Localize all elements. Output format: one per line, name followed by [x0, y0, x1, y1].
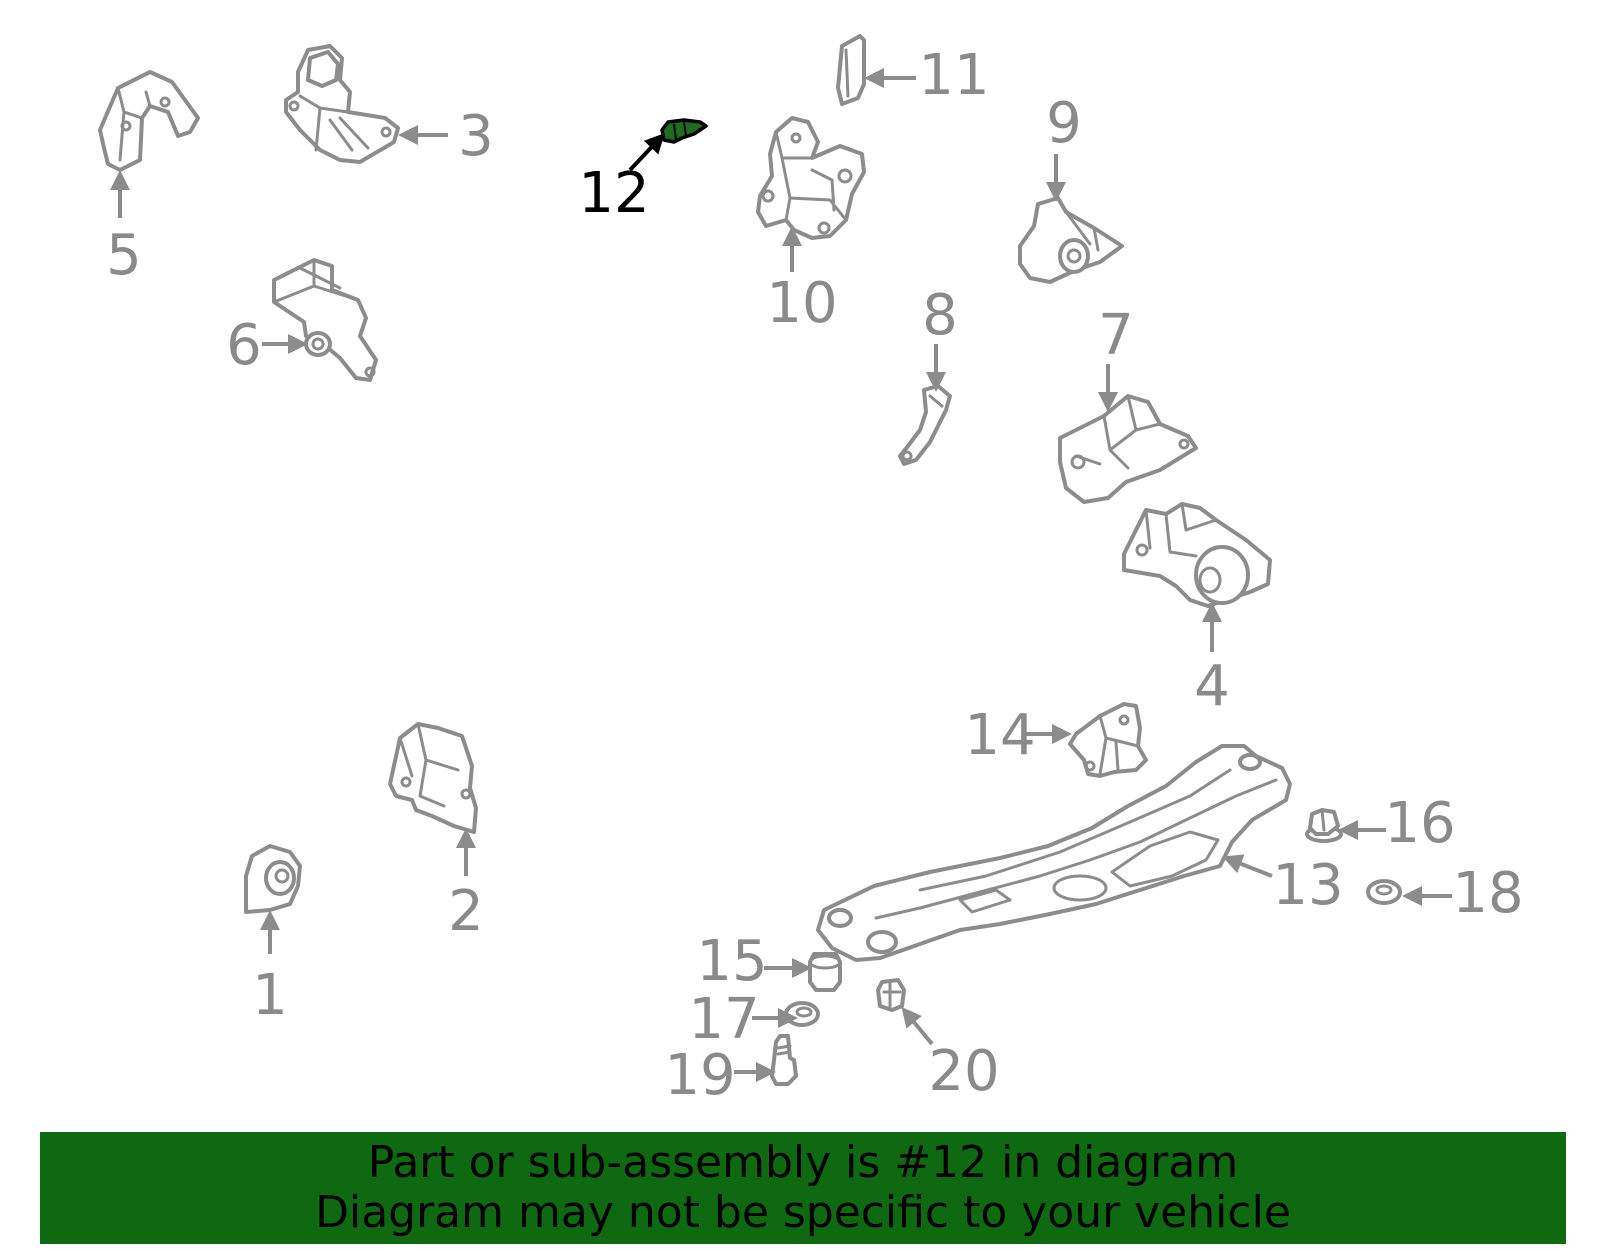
- part-18-washer[interactable]: [1366, 879, 1402, 905]
- callout-9[interactable]: 9: [1046, 91, 1082, 156]
- part-4-transmission-mount[interactable]: [1122, 502, 1272, 608]
- banner-line-1: Part or sub-assembly is #12 in diagram: [367, 1137, 1239, 1188]
- callout-2[interactable]: 2: [448, 879, 484, 944]
- part-2-bracket[interactable]: [388, 722, 478, 834]
- callout-13[interactable]: 13: [1272, 853, 1343, 918]
- part-8-rod[interactable]: [898, 384, 952, 466]
- callout-11[interactable]: 11: [918, 43, 989, 108]
- part-7-mount-assembly[interactable]: [1058, 394, 1198, 504]
- part-13-crossmember[interactable]: [816, 744, 1292, 962]
- callout-17[interactable]: 17: [688, 987, 759, 1052]
- part-14-bracket[interactable]: [1068, 702, 1148, 778]
- banner-line-2: Diagram may not be specific to your vehi…: [315, 1187, 1291, 1238]
- part-1-bushing-mount[interactable]: [244, 844, 302, 914]
- callout-10[interactable]: 10: [766, 271, 837, 336]
- callout-3[interactable]: 3: [458, 104, 494, 169]
- part-20-nut[interactable]: [876, 978, 906, 1012]
- arrow-12: [628, 133, 665, 172]
- part-12-highlighted[interactable]: [660, 118, 708, 144]
- callout-5[interactable]: 5: [106, 223, 142, 288]
- callout-14[interactable]: 14: [964, 703, 1035, 768]
- part-6-mount-bracket[interactable]: [272, 258, 378, 382]
- callout-4[interactable]: 4: [1194, 654, 1230, 719]
- part-5-bracket[interactable]: [98, 70, 200, 172]
- part-3-engine-mount[interactable]: [284, 44, 400, 164]
- callout-7[interactable]: 7: [1098, 303, 1134, 368]
- callout-6[interactable]: 6: [226, 313, 262, 378]
- part-17-washer[interactable]: [784, 1001, 820, 1027]
- callout-8[interactable]: 8: [922, 283, 958, 348]
- arrow-20: [901, 1006, 934, 1046]
- part-15-bushing[interactable]: [808, 952, 842, 992]
- callout-15[interactable]: 15: [696, 929, 767, 994]
- part-11-plate[interactable]: [836, 34, 866, 106]
- part-9-mount[interactable]: [1018, 196, 1124, 284]
- arrow-13: [1222, 854, 1273, 878]
- part-10-bracket[interactable]: [756, 116, 866, 240]
- info-banner: Part or sub-assembly is #12 in diagram D…: [40, 1132, 1566, 1244]
- callout-16[interactable]: 16: [1384, 791, 1455, 856]
- callout-20[interactable]: 20: [928, 1039, 999, 1104]
- callout-18[interactable]: 18: [1452, 861, 1523, 926]
- part-16-flange-nut[interactable]: [1305, 808, 1343, 843]
- callout-19[interactable]: 19: [664, 1043, 735, 1108]
- callout-1[interactable]: 1: [252, 963, 288, 1028]
- part-19-bolt[interactable]: [770, 1034, 798, 1086]
- callout-12[interactable]: 12: [578, 161, 649, 226]
